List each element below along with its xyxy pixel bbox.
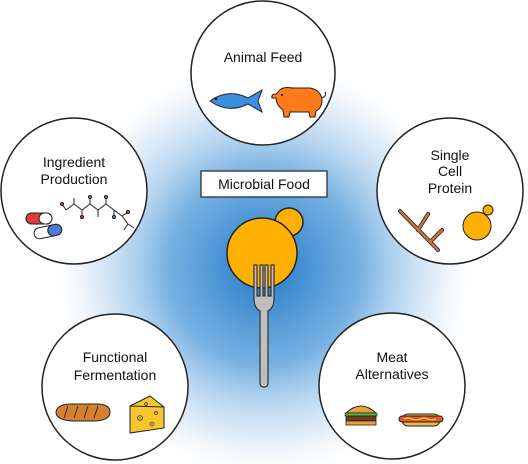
node-label-line: Production	[41, 171, 108, 187]
node-label-line: Ingredient	[43, 154, 105, 170]
node-label-line: Animal Feed	[224, 49, 303, 65]
node-meat-alternatives: Meat Alternatives	[318, 312, 466, 460]
hotdog-icon	[398, 413, 444, 427]
burger-icon	[344, 405, 378, 426]
node-ingredient-production: Ingredient Production	[0, 117, 148, 265]
fish-icon	[209, 88, 263, 114]
microbe-cell-icon	[226, 207, 304, 289]
node-single-cell-protein: Single Cell Protein	[376, 117, 524, 265]
center-label-box: Microbial Food	[200, 170, 328, 198]
molecule-icon	[59, 194, 135, 231]
fungal-branch-fill	[398, 209, 444, 252]
capsule-icon	[25, 212, 63, 240]
node-label-line: Cell	[438, 163, 462, 179]
pig-icon	[271, 87, 327, 118]
bread-icon	[55, 403, 111, 422]
center-label: Microbial Food	[218, 176, 310, 192]
node-label-line: Meat	[376, 349, 407, 365]
node-functional-fermentation: Functional Fermentation	[41, 313, 189, 461]
node-label-line: Single	[431, 147, 470, 163]
node-label-line: Alternatives	[355, 366, 428, 382]
fork-icon	[253, 264, 275, 388]
node-label-line: Fermentation	[74, 367, 156, 383]
node-label-line: Functional	[83, 349, 148, 365]
cheese-icon	[129, 395, 165, 434]
node-animal-feed: Animal Feed	[190, 0, 336, 146]
yeast-cell-icon	[462, 204, 494, 241]
node-label-line: Protein	[428, 180, 472, 196]
